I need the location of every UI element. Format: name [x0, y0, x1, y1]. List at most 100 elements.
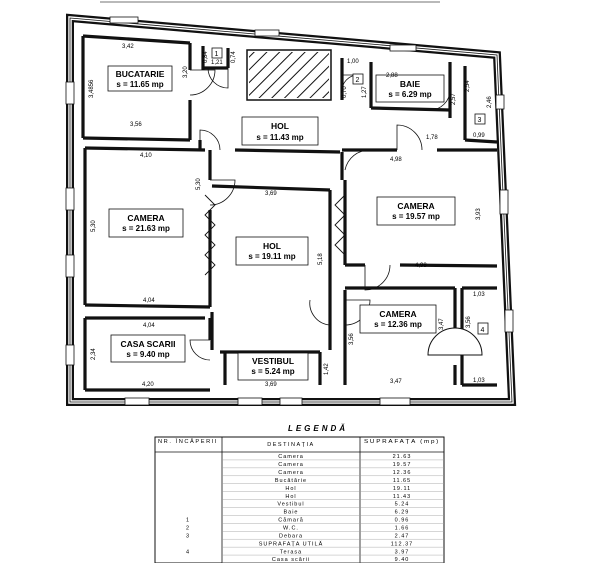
dim-label: 5,30 [91, 220, 97, 232]
legend-cell-supr: 5.24 [395, 502, 410, 508]
room-casa-scarii-name: CASA SCARII [121, 339, 176, 349]
legend-cell-supr: 0.96 [395, 518, 410, 524]
dim-label: 1,78 [426, 135, 438, 141]
room-camera-left-name: CAMERA [127, 213, 164, 223]
marker-boxes [211, 47, 489, 335]
dim-label: 3,93 [476, 208, 482, 220]
dim-label: 3,20 [183, 66, 189, 78]
legend-cell-supr: 21.63 [393, 454, 412, 460]
dim-label: 0,70 [342, 86, 348, 98]
legend-cell-dest: Hol [285, 486, 296, 492]
marker-3: 3 [478, 117, 482, 124]
dim-label: 2,46 [487, 96, 493, 108]
room-baie-area: s = 6.29 mp [388, 90, 431, 99]
legend-cell-supr: 9.40 [395, 557, 410, 563]
legend-cell-dest: Casa scării [272, 557, 310, 563]
dim-label: 1,00 [347, 59, 359, 65]
dim-label: 5,30 [196, 178, 202, 190]
dim-label: 2,54 [465, 80, 471, 92]
legend-cell-nr: 1 [186, 518, 190, 524]
dim-label: 3,56 [349, 333, 355, 345]
legend-cell-supr: 112.37 [391, 541, 413, 547]
room-camera-left-area: s = 21.63 mp [122, 224, 170, 233]
room-hol-top-name: HOL [271, 121, 289, 131]
legend-header-suprafata: SUPRAFAȚA (mp) [364, 439, 440, 445]
dim-label: 2,88 [386, 73, 398, 79]
room-vestibul-name: VESTIBUL [252, 356, 294, 366]
marker-1: 1 [215, 51, 219, 58]
legend-cell-supr: 3.97 [395, 549, 410, 555]
legend-cell-dest: Hol [285, 494, 296, 500]
legend-title: LEGENDĂ [288, 424, 348, 433]
room-hol-center-area: s = 19.11 mp [248, 252, 295, 261]
dim-label: 3,47 [439, 318, 445, 330]
legend-cell-supr: 2.47 [395, 533, 410, 539]
dim-label: 0,84 [203, 51, 209, 63]
room-hol-center-name: HOL [263, 241, 281, 251]
legend-cell-dest: Camera [278, 454, 304, 460]
room-vestibul-area: s = 5.24 mp [251, 367, 294, 376]
legend-cell-dest: SUPRAFAȚA UTILĂ [259, 540, 324, 547]
room-casa-scarii-area: s = 9.40 mp [126, 350, 169, 359]
dim-label: 3,69 [265, 382, 277, 388]
legend-cell-dest: Vestibul [277, 502, 304, 508]
legend-cell-dest: Bucătărie [275, 478, 307, 484]
dim-label: 2,57 [451, 93, 457, 105]
accordion-partitions [204, 194, 346, 276]
room-baie-name: BAIE [400, 79, 421, 89]
marker-2: 2 [356, 77, 360, 84]
room-bucatarie-area: s = 11.65 mp [116, 80, 163, 89]
legend-cell-dest: Camera [278, 470, 304, 476]
dim-label: 3,56 [130, 122, 142, 128]
dim-label: 1,21 [211, 60, 223, 66]
room-camera-right-name: CAMERA [397, 201, 434, 211]
dim-label: 1,42 [324, 363, 330, 375]
legend-cell-supr: 11.43 [393, 494, 411, 500]
legend-cell-supr: 6.29 [395, 510, 410, 516]
legend-cell-nr: 4 [186, 549, 190, 555]
dim-label: 4,04 [143, 298, 155, 304]
legend-table: NR. ÎNCĂPERII DESTINAȚIA SUPRAFAȚA (mp) … [154, 436, 445, 563]
dim-label: 0,74 [231, 51, 237, 63]
legend-cell-dest: Camera [278, 462, 304, 468]
room-camera-small-area: s = 12.36 mp [374, 320, 422, 329]
dim-label: 1,27 [362, 86, 368, 98]
hatched-block [249, 52, 329, 98]
dim-label: 3,4856 [89, 79, 95, 98]
dim-label: 5,18 [318, 253, 324, 265]
legend-cell-supr: 19.57 [393, 462, 412, 468]
room-hol-top-area: s = 11.43 mp [256, 133, 303, 142]
dim-label: 2,34 [91, 348, 97, 360]
legend-cell-dest: Terasa [280, 549, 303, 555]
dim-label: 4,20 [142, 382, 154, 388]
legend-header-nr: NR. ÎNCĂPERII [158, 438, 218, 445]
windows [65, 16, 514, 406]
room-camera-small-name: CAMERA [379, 309, 416, 319]
dim-label: 3,42 [122, 44, 134, 50]
dim-label: 4,10 [140, 153, 152, 159]
dim-label: 4,98 [390, 157, 402, 163]
legend-cell-supr: 11.65 [393, 478, 411, 484]
legend-cell-dest: W.C. [283, 525, 299, 531]
dim-label: 0,99 [473, 133, 485, 139]
dim-label: 3,47 [390, 379, 402, 385]
legend-header-destinatia: DESTINAȚIA [267, 442, 314, 448]
legend-cell-dest: Baie [283, 510, 298, 516]
dim-label: 1,03 [473, 378, 485, 384]
marker-4: 4 [481, 327, 485, 334]
legend-cell-dest: Cămară [278, 518, 304, 524]
room-bucatarie-name: BUCATARIE [116, 69, 165, 79]
terrace-semicircle [427, 327, 483, 356]
dim-label: 4,04 [143, 323, 155, 329]
dim-label: 3,69 [265, 191, 277, 197]
legend-cell-nr: 2 [186, 525, 190, 531]
room-label-boxes [107, 65, 456, 381]
legend-cell-supr: 12.36 [393, 470, 412, 476]
legend-cell-nr: 3 [186, 533, 190, 539]
dim-label: 3,56 [466, 316, 472, 328]
dim-label: 1,03 [473, 292, 485, 298]
room-camera-right-area: s = 19.57 mp [392, 212, 440, 221]
dim-label: 4,98 [415, 263, 427, 269]
legend-cell-supr: 1.66 [395, 525, 410, 531]
